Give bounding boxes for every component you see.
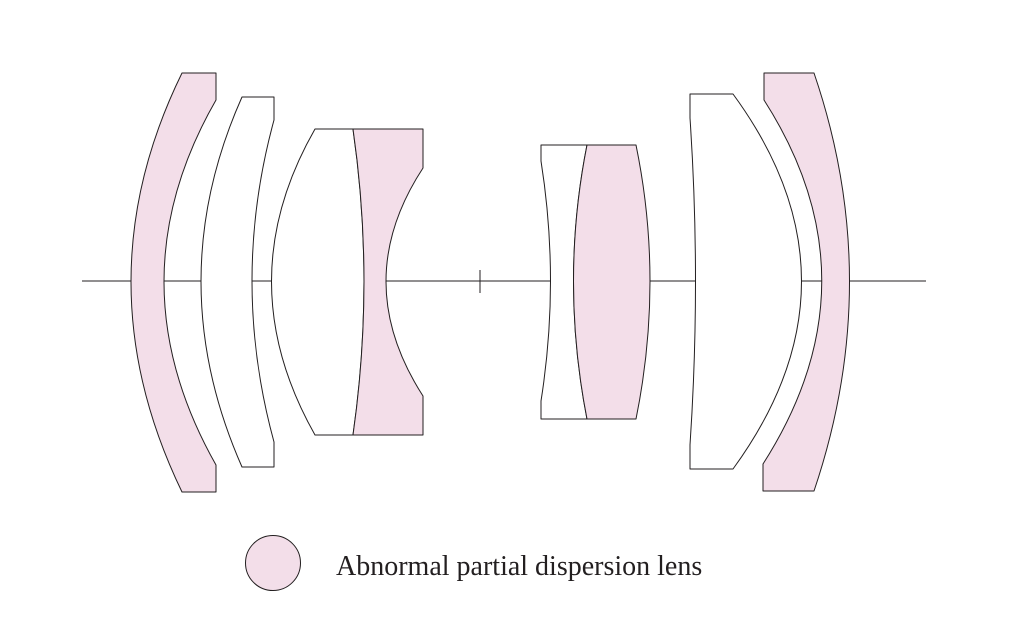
lens-element-4 (352, 128, 424, 436)
lens-element-6 (573, 144, 651, 420)
lens-element-2 (200, 96, 275, 468)
lens-element-8 (762, 72, 850, 492)
lens-element-3 (271, 128, 365, 436)
lens-element-1 (130, 72, 217, 493)
legend-label: Abnormal partial dispersion lens (336, 551, 703, 582)
lens-element-7 (689, 93, 802, 470)
legend-swatch (245, 535, 301, 591)
